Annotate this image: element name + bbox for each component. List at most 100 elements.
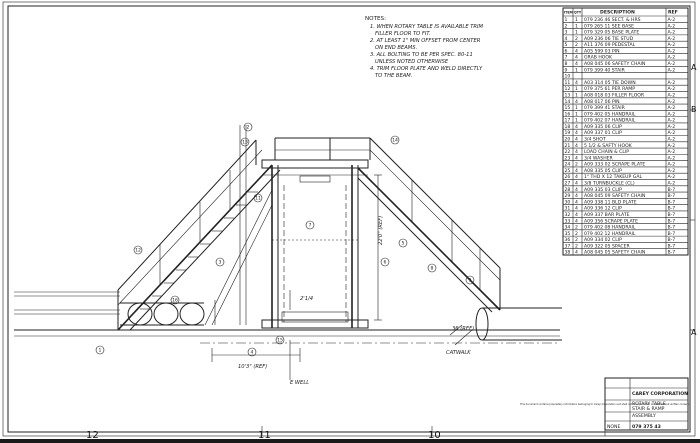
table-cell-description: A09 356 SCRAPE PLATE [584, 218, 638, 224]
table-cell-ref: A-2 [668, 149, 676, 155]
drawing-number: 079 375 43 [632, 424, 661, 430]
table-cell-ref: B-7 [668, 250, 676, 256]
table-cell-ref: B-7 [668, 187, 676, 193]
table-cell-qty: 4 [575, 206, 578, 212]
table-cell-qty: 4 [575, 130, 578, 136]
table-cell-description: A11 376 09 PEDESTAL [584, 42, 636, 48]
table-cell-qty: 4 [575, 250, 578, 256]
table-cell-ref: A-2 [668, 111, 676, 117]
table-cell-description: 079 402 07 HANDRAIL [584, 118, 636, 124]
table-cell-ref: A-2 [668, 42, 676, 48]
table-cell-ref: A-2 [668, 124, 676, 130]
callout-label: 13 [242, 140, 248, 146]
callout-label: 12 [135, 248, 141, 254]
table-cell-description: A08 045 05 SAFETY CHAIN [584, 250, 645, 256]
callout-label: 1 [99, 348, 102, 354]
table-cell-item: 28 [565, 187, 571, 193]
table-cell-description: A05 599 03 PIN [584, 48, 620, 54]
table-cell-ref: A-2 [668, 168, 676, 174]
callout-circle [305, 220, 315, 230]
table-cell-description: 079 265 11 SEE BASE [584, 23, 634, 29]
table-cell-qty: 4 [575, 199, 578, 205]
table-cell-item: 20 [565, 136, 571, 142]
table-cell-ref: A-2 [668, 17, 676, 23]
table-cell-qty: 1 [575, 105, 578, 111]
table-cell-description: 1" THD X 12 TAKEUP GAL [584, 174, 642, 180]
table-cell-ref: B-7 [668, 231, 676, 237]
table-cell-item: 7 [565, 55, 568, 61]
table-cell-item: 36 [565, 237, 571, 243]
table-header-description: DESCRIPTION [600, 10, 635, 16]
note-line-2: FILLER FLOOR TO FIT. [375, 31, 431, 37]
table-cell-item: 33 [565, 218, 571, 224]
table-cell-ref: A-2 [668, 155, 676, 161]
table-cell-item: 4 [565, 36, 568, 42]
table-cell-description: A09 337 01 CLIP [584, 130, 622, 136]
table-cell-item: 27 [565, 181, 571, 187]
edge-label-bottom-1: 12 [86, 430, 99, 439]
pipe-sections [120, 302, 205, 326]
table-cell-item: 21 [565, 143, 571, 149]
note-line-5: 3. ALL BOLTING TO BE PER SPEC. 80-11 [370, 52, 473, 58]
callout-label: 8 [431, 266, 434, 272]
table-cell-description: A09 322 05 SPACER [584, 243, 631, 249]
table-cell-ref: A-2 [668, 118, 676, 124]
title-line-3: ASSEMBLY [632, 413, 656, 419]
scale-value: NONE [607, 424, 620, 430]
table-cell-qty: 2 [575, 237, 578, 243]
callout-circle [243, 122, 253, 132]
table-cell-qty: 2 [575, 225, 578, 231]
callout-circle [95, 345, 105, 355]
callout-label: 15 [277, 338, 283, 344]
table-cell-item: 3 [565, 30, 568, 36]
edge-label-right-2: B [691, 105, 697, 114]
table-cell-description: 079 402 12 HANDRAIL [584, 231, 636, 237]
table-cell-ref: A-2 [668, 162, 676, 168]
table-cell-item: 34 [565, 225, 571, 231]
table-cell-ref: A-2 [668, 48, 676, 54]
table-cell-item: 11 [565, 80, 571, 86]
note-line-4: ON END BEAMS. [375, 45, 417, 51]
tower-structure [239, 125, 371, 329]
table-cell-qty: 4 [575, 124, 578, 130]
table-cell-qty: 4 [575, 193, 578, 199]
table-cell-item: 23 [565, 155, 571, 161]
table-cell-description: A09 337 BAR PLATE [584, 212, 630, 218]
notes-title: NOTES: [365, 16, 386, 22]
table-cell-item: 6 [565, 48, 568, 54]
callout-circle [215, 257, 225, 267]
table-cell-qty: 4 [575, 143, 578, 149]
table-cell-qty: 1 [575, 86, 578, 92]
table-cell-description: A09 336 12 CLIP [584, 206, 622, 212]
table-cell-qty: 4 [575, 80, 578, 86]
table-cell-description: A09 334 02 CLIP [584, 237, 622, 243]
table-cell-item: 38 [565, 250, 571, 256]
callout-circle [253, 193, 263, 203]
table-cell-item: 1 [565, 17, 568, 23]
table-cell-item: 14 [565, 99, 571, 105]
dim-base: 10'3" (REF) [238, 364, 267, 370]
table-cell-description: 3/4 WASHER [584, 155, 614, 161]
callout-circle [240, 137, 250, 147]
table-cell-description: A08 335 05 CLIP [584, 168, 622, 174]
callout-label: 9 [469, 278, 472, 284]
table-cell-qty: 4 [575, 149, 578, 155]
table-cell-ref: A-2 [668, 174, 676, 180]
table-cell-ref: A-2 [668, 23, 676, 29]
callout-label: 4 [251, 350, 254, 356]
dimension-lines [211, 174, 473, 380]
table-cell-ref: A-2 [668, 130, 676, 136]
table-cell-ref: A-2 [668, 181, 676, 187]
callout-circle [247, 347, 257, 357]
table-cell-description: A08 018 03 FILLER FLOOR [584, 92, 645, 98]
dim-beam: 36 (REF) [452, 326, 474, 332]
company-name: CAREY CORPORATION [632, 391, 688, 397]
table-cell-description: 079 236 46 SECT. & HRS [584, 17, 641, 23]
table-cell-description: LOAD CHAIN & CLIP [584, 149, 629, 155]
note-line-3: 2. AT LEAST 1" MIN OFFSET FROM CENTER [370, 38, 481, 44]
table-cell-item: 22 [565, 149, 571, 155]
table-cell-description: A09 236 06 TIE STUD [584, 36, 634, 42]
table-cell-qty: 1 [575, 30, 578, 36]
table-cell-item: 17 [565, 118, 571, 124]
